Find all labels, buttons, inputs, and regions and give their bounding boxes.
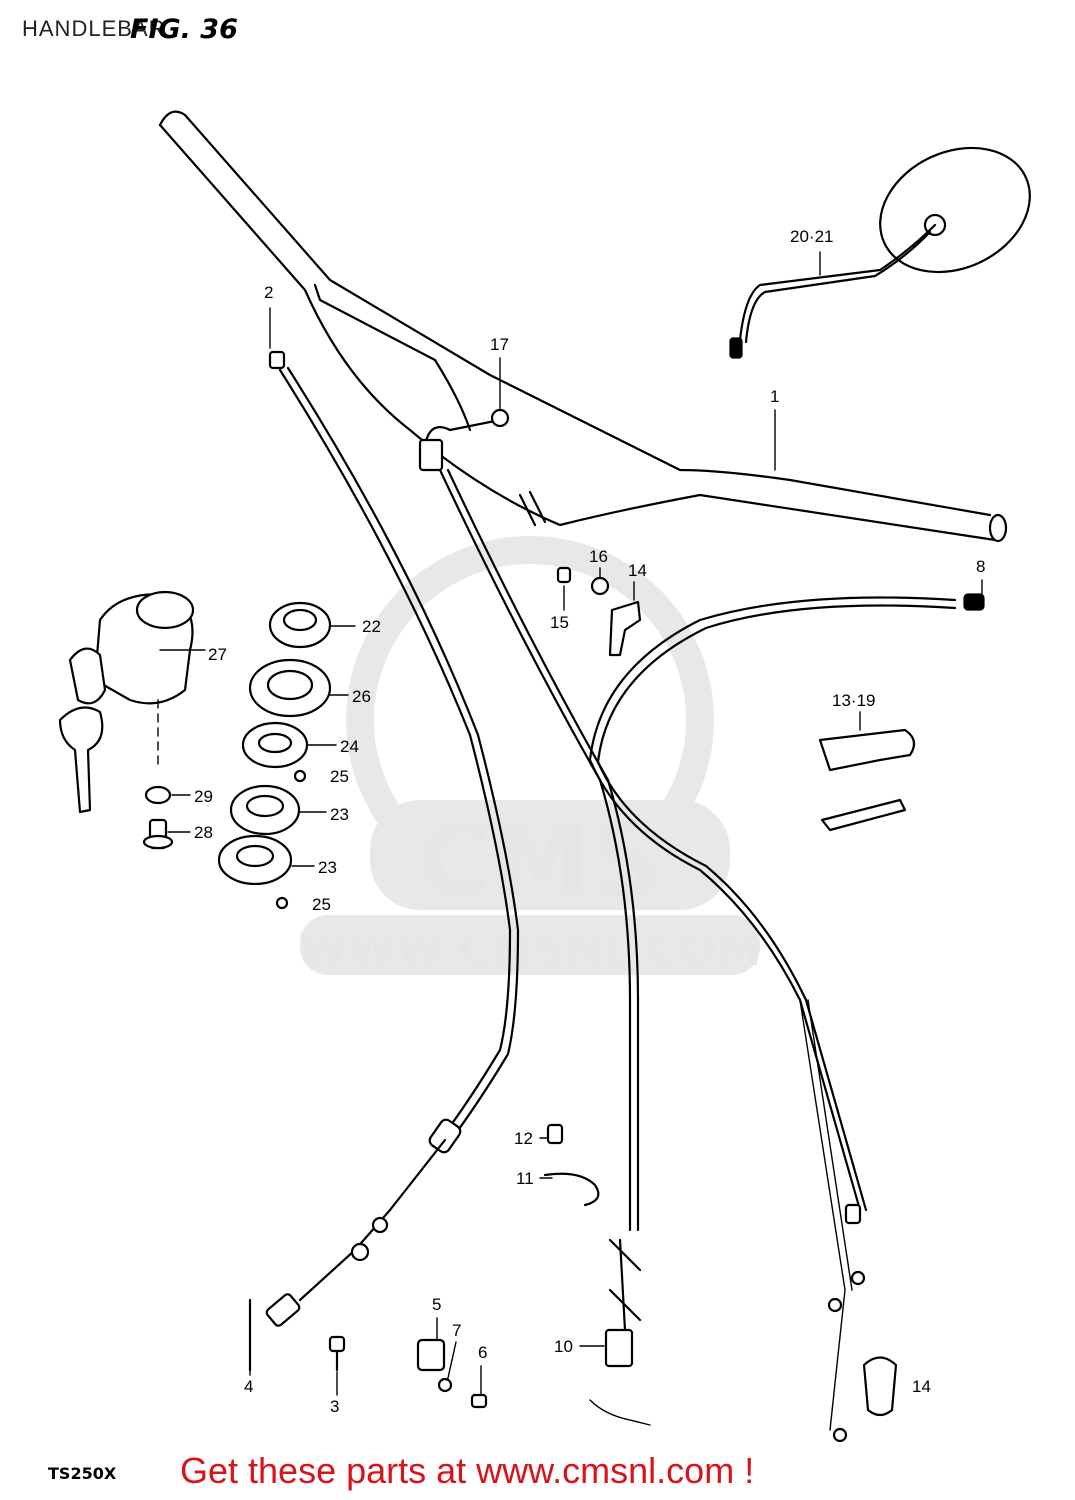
label-part-15: 15 bbox=[550, 613, 569, 632]
label-part-14-top: 14 bbox=[628, 561, 647, 580]
label-part-24: 24 bbox=[340, 737, 359, 756]
cables bbox=[265, 350, 985, 1443]
label-part-28: 28 bbox=[194, 823, 213, 842]
small-hardware bbox=[248, 566, 916, 1417]
label-part-22: 22 bbox=[362, 617, 381, 636]
label-part-4: 4 bbox=[244, 1377, 253, 1396]
label-part-12: 12 bbox=[514, 1129, 533, 1148]
label-part-29: 29 bbox=[194, 787, 213, 806]
page-title: HANDLEBAR bbox=[22, 16, 166, 41]
cable-adjuster bbox=[418, 408, 510, 472]
ignition-switch bbox=[58, 590, 206, 814]
label-part-20-21: 20·21 bbox=[790, 227, 833, 246]
part-labels: 1 2 3 4 5 6 7 8 10 11 12 13·19 14 14 15 … bbox=[194, 227, 985, 1416]
label-part-11: 11 bbox=[516, 1169, 534, 1188]
label-part-23-a: 23 bbox=[330, 805, 349, 824]
label-part-17: 17 bbox=[490, 335, 509, 354]
leader-lines bbox=[167, 251, 983, 1396]
label-part-5: 5 bbox=[432, 1295, 441, 1314]
watermark-url: WWW.CMSNL.COM bbox=[299, 925, 761, 976]
label-part-3: 3 bbox=[330, 1397, 339, 1416]
label-part-16: 16 bbox=[589, 547, 608, 566]
handlebar bbox=[158, 110, 1008, 543]
model-code: TS250X bbox=[48, 1464, 117, 1483]
label-part-13-19: 13·19 bbox=[832, 691, 875, 710]
bushings bbox=[142, 601, 332, 910]
label-part-26: 26 bbox=[352, 687, 371, 706]
label-part-25-a: 25 bbox=[330, 767, 349, 786]
label-part-8: 8 bbox=[976, 557, 985, 576]
label-part-23-b: 23 bbox=[318, 858, 337, 877]
label-part-1: 1 bbox=[770, 387, 779, 406]
label-part-2: 2 bbox=[264, 283, 273, 302]
promo-link[interactable]: Get these parts at www.cmsnl.com ! bbox=[180, 1450, 755, 1491]
label-part-27: 27 bbox=[208, 645, 227, 664]
label-part-14-bottom: 14 bbox=[912, 1377, 931, 1396]
label-part-6: 6 bbox=[478, 1343, 487, 1362]
label-part-7: 7 bbox=[452, 1321, 461, 1340]
watermark-logo: CMS WWW.CMSNL.COM bbox=[299, 536, 761, 976]
label-part-25-b: 25 bbox=[312, 895, 331, 914]
watermark-brand: CMS bbox=[418, 802, 663, 919]
figure-label: FIG. 36 bbox=[130, 14, 238, 45]
label-part-10: 10 bbox=[554, 1337, 573, 1356]
mirror bbox=[729, 146, 1031, 359]
